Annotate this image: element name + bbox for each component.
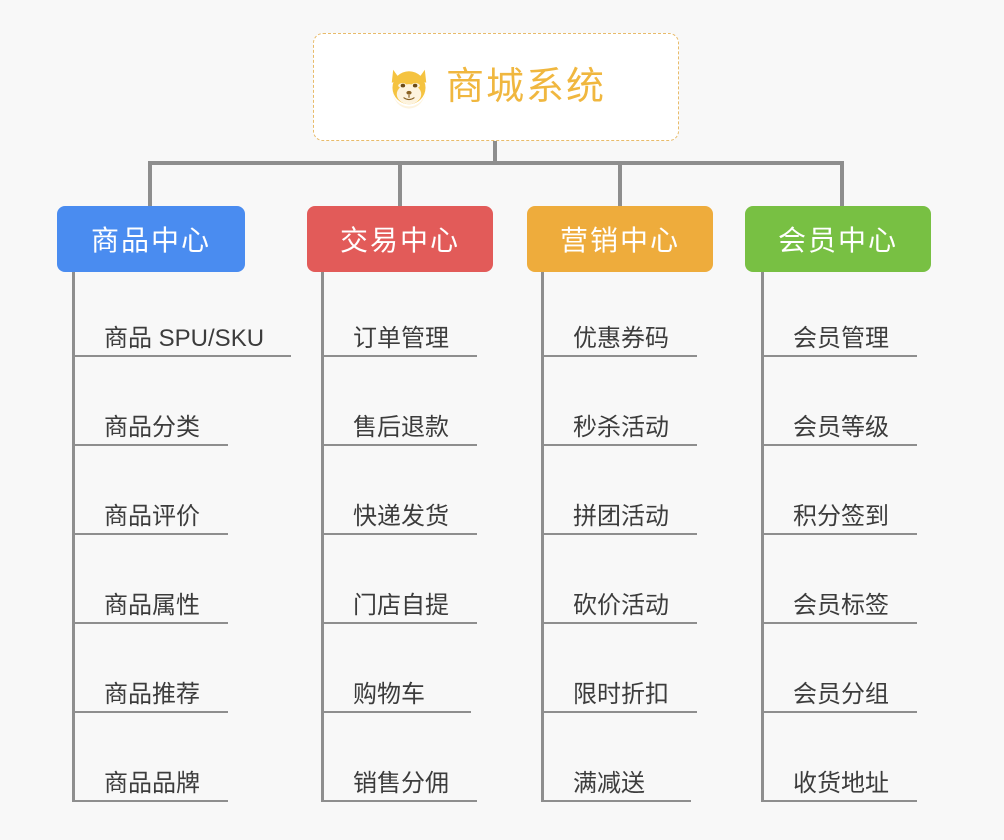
list-item-label: 会员标签 (793, 591, 889, 619)
list-item[interactable]: 门店自提 (321, 578, 477, 624)
list-item-label: 售后退款 (353, 413, 449, 441)
list-item[interactable]: 商品评价 (72, 489, 228, 535)
dog-face-icon (391, 69, 427, 109)
connector-drop-member-center (840, 161, 844, 208)
list-item-label: 限时折扣 (573, 680, 669, 708)
list-item-label: 拼团活动 (573, 502, 669, 530)
root-node[interactable]: 商城系统 (313, 33, 679, 141)
list-item-label: 购物车 (353, 680, 425, 708)
list-item[interactable]: 会员等级 (761, 400, 917, 446)
list-item-label: 收货地址 (793, 769, 889, 797)
list-item-label: 积分签到 (793, 502, 889, 530)
list-item-label: 商品 SPU/SKU (104, 324, 265, 352)
connector-root-stem (493, 141, 497, 165)
list-item[interactable]: 商品分类 (72, 400, 228, 446)
branch-trunk (541, 272, 544, 802)
branch-trunk (72, 272, 75, 802)
header-member-center[interactable]: 会员中心 (745, 206, 931, 272)
connector-spine (148, 161, 844, 165)
list-item-label: 会员分组 (793, 680, 889, 708)
list-item[interactable]: 优惠券码 (541, 311, 697, 357)
list-item-label: 商品属性 (104, 591, 200, 619)
connector-drop-product-center (148, 161, 152, 208)
list-item-label: 秒杀活动 (573, 413, 669, 441)
connector-drop-trade-center (398, 161, 402, 208)
list-item-label: 优惠券码 (573, 324, 669, 352)
list-item[interactable]: 商品属性 (72, 578, 228, 624)
list-item[interactable]: 满减送 (541, 756, 691, 802)
list-item[interactable]: 会员管理 (761, 311, 917, 357)
list-item-label: 商品分类 (104, 413, 200, 441)
list-item-label: 门店自提 (353, 591, 449, 619)
list-item-label: 砍价活动 (573, 591, 669, 619)
list-item[interactable]: 收货地址 (761, 756, 917, 802)
header-product-center[interactable]: 商品中心 (57, 206, 245, 272)
list-item-label: 快递发货 (353, 502, 449, 530)
list-item[interactable]: 商品品牌 (72, 756, 228, 802)
list-item-label: 订单管理 (353, 324, 449, 352)
header-trade-center[interactable]: 交易中心 (307, 206, 493, 272)
list-item-label: 商品推荐 (104, 680, 200, 708)
list-item[interactable]: 销售分佣 (321, 756, 477, 802)
list-item-label: 商品品牌 (104, 769, 200, 797)
list-item[interactable]: 积分签到 (761, 489, 917, 535)
root-title: 商城系统 (445, 66, 606, 108)
list-item[interactable]: 商品推荐 (72, 667, 228, 713)
branch-trunk (321, 272, 324, 802)
list-item[interactable]: 订单管理 (321, 311, 477, 357)
connector-drop-marketing-center (618, 161, 622, 208)
list-item[interactable]: 会员标签 (761, 578, 917, 624)
list-item[interactable]: 限时折扣 (541, 667, 697, 713)
list-item-label: 满减送 (573, 769, 645, 797)
list-item-label: 会员等级 (793, 413, 889, 441)
list-item-label: 商品评价 (104, 502, 200, 530)
list-item[interactable]: 售后退款 (321, 400, 477, 446)
header-label: 营销中心 (559, 225, 680, 256)
header-marketing-center[interactable]: 营销中心 (527, 206, 713, 272)
list-item[interactable]: 快递发货 (321, 489, 477, 535)
list-item[interactable]: 购物车 (321, 667, 471, 713)
header-label: 会员中心 (777, 225, 898, 256)
list-item[interactable]: 秒杀活动 (541, 400, 697, 446)
header-label: 交易中心 (339, 225, 460, 256)
list-item[interactable]: 拼团活动 (541, 489, 697, 535)
header-label: 商品中心 (90, 225, 211, 256)
list-item-label: 销售分佣 (353, 769, 449, 797)
list-item-label: 会员管理 (793, 324, 889, 352)
list-item[interactable]: 砍价活动 (541, 578, 697, 624)
list-item[interactable]: 会员分组 (761, 667, 917, 713)
branch-trunk (761, 272, 764, 802)
list-item[interactable]: 商品 SPU/SKU (72, 311, 292, 357)
